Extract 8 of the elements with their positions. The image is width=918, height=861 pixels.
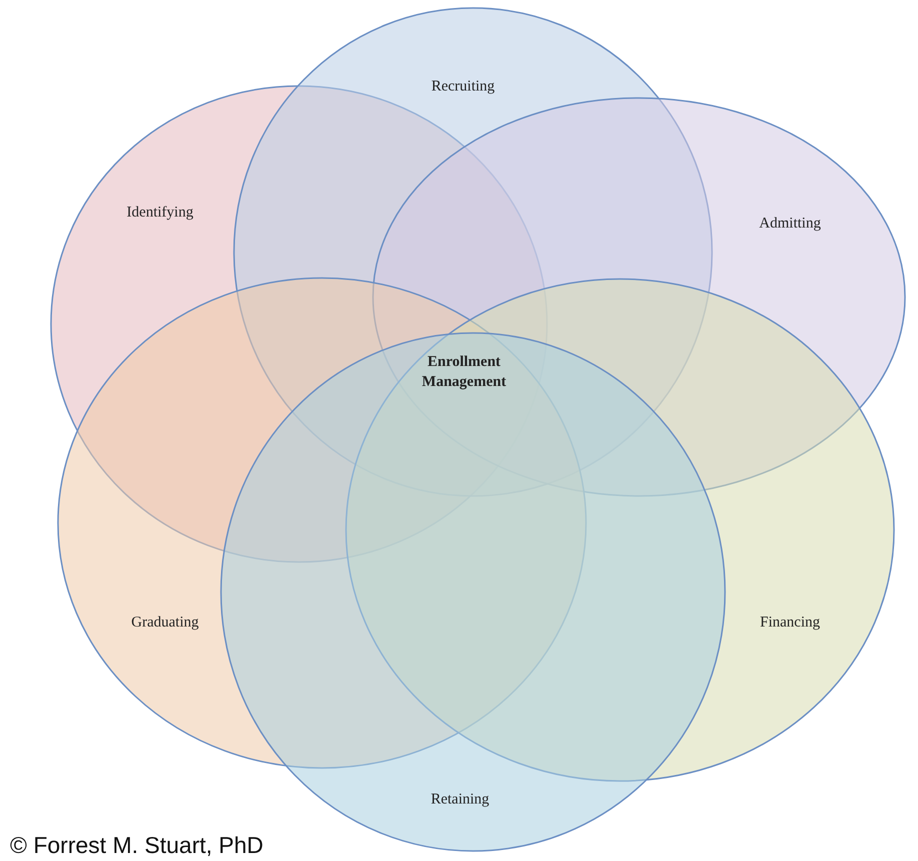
copyright-note: © Forrest M. Stuart, PhD <box>10 832 264 859</box>
set-label: Financing <box>760 614 820 632</box>
set-label: Identifying <box>126 204 194 222</box>
set-label: Admitting <box>759 216 821 232</box>
set-label: Recruiting <box>431 78 495 96</box>
set-label: Retaining <box>430 792 490 808</box>
center-label: Enrollment Management <box>420 352 508 392</box>
set-label: Graduating <box>131 614 199 632</box>
